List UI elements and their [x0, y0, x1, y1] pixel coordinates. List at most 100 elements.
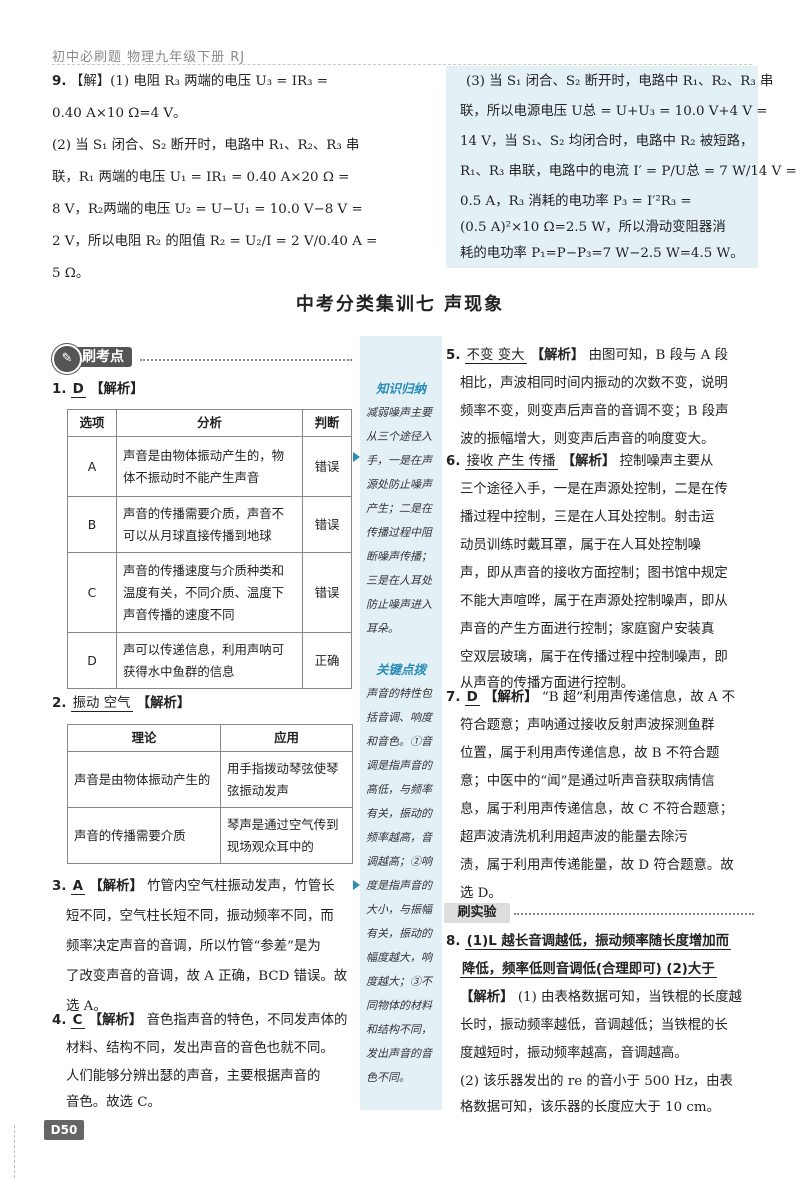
page-number: D50	[44, 1120, 84, 1140]
q6-answer: 接收 产生 传播	[464, 454, 558, 470]
q6-line: 动员训练时戴耳罩，属于在人耳处控制噪	[460, 538, 702, 553]
table-cell: 声音的传播速度与介质种类和温度有关，不同介质、温度下声音传播的速度不同	[116, 552, 303, 633]
q9-line: 8 V，R₂两端的电压 U₂ = U−U₁ = 10.0 V−8 V =	[52, 202, 363, 217]
table-cell: D	[67, 632, 117, 689]
q3-line: 了改变声音的音调，故 A 正确，BCD 错误。故	[66, 969, 348, 984]
q7-line: “B 超”利用声传递信息，故 A 不	[541, 690, 736, 705]
side-body-keypoint: 声音的特性包括音调、响度和音色。①音调是指声音的高低，与频率有关，振动的频率越高…	[366, 687, 432, 1084]
side-note-column: 知识归纳 减弱噪声主要从三个途径入手，一是在声源处防止噪声产生；二是在传播过程中…	[360, 336, 442, 1110]
q7-line: 选 D。	[460, 886, 502, 901]
q1-heading: 1. D 【解析】	[52, 374, 144, 406]
q7-line: 渍，属于利用声传递能量，故 D 符合题意。故	[460, 858, 734, 873]
q9-shaded-box	[446, 66, 758, 268]
q9-line: 5 Ω。	[52, 266, 90, 281]
table-cell: 用手指拨动琴弦使琴弦振动发声	[220, 751, 353, 808]
q3-line: 选 A。	[66, 999, 107, 1014]
q3-line: 竹管内空气柱振动发声，竹管长	[147, 879, 335, 894]
q8-jiexi-label: 【解析】	[460, 990, 514, 1005]
table-header-cell: 分析	[116, 409, 303, 437]
q7-jiexi-label: 【解析】	[484, 690, 538, 705]
pointer-arrow-icon	[353, 880, 360, 890]
q9-line: (2) 当 S₁ 闭合、S₂ 断开时，电路中 R₁、R₂、R₃ 串	[52, 138, 360, 153]
table-cell: 声音的传播需要介质，声音不可以从月球直接传播到地球	[116, 496, 303, 553]
q8-number: 8.	[446, 934, 461, 949]
q7-line: 意；中医中的“闻”是通过听声音获取病情信	[460, 774, 715, 789]
q4-line: 音色。故选 C。	[66, 1095, 161, 1110]
q5-line: 相比，声波相同时间内振动的次数不变，说明	[460, 376, 728, 391]
q1-analysis-table: 选项 分析 判断 A 声音是由物体振动产生的，物体不振动时不能产生声音 错误 B…	[67, 409, 352, 689]
q2-number: 2.	[52, 696, 67, 711]
q6-heading: 6. 接收 产生 传播 【解析】 控制噪声主要从	[446, 446, 713, 478]
q7-heading: 7. D 【解析】 “B 超”利用声传递信息，故 A 不	[446, 682, 735, 714]
q9-line: 耗的电功率 P₁=P−P₃=7 W−2.5 W=4.5 W。	[460, 246, 744, 261]
q5-jiexi-label: 【解析】	[530, 348, 585, 363]
table-cell: A	[67, 436, 117, 497]
q6-jiexi-label: 【解析】	[561, 454, 616, 469]
q8-answer-line2-wrap: 降低，频率低则音调低(合理即可) (2)大于	[460, 954, 717, 986]
q4-line: 材料、结构不同，发出声音的音色也就不同。	[66, 1041, 334, 1056]
q8-line: 长时，振动频率越低，音调越低；当铁棍的长	[460, 1018, 728, 1033]
q4-number: 4.	[52, 1013, 67, 1028]
q9-line: R₁、R₃ 串联，电路中的电流 I′ = P/U总 = 7 W/14 V =	[460, 164, 797, 179]
table-row: A 声音是由物体振动产生的，物体不振动时不能产生声音 错误	[67, 436, 352, 497]
q9-line: 2 V，所以电阻 R₂ 的阻值 R₂ = U₂/I = 2 V/0.40 A =	[52, 234, 378, 249]
q6-line: 空双层玻璃，属于在传播过程中控制噪声，即	[460, 650, 728, 665]
table-cell: 声音是由物体振动产生的	[67, 751, 221, 808]
q3-heading: 3. A 【解析】 竹管内空气柱振动发声，竹管长	[52, 872, 335, 902]
q9-number: 9.	[52, 74, 67, 89]
table-header-row: 理论 应用	[67, 724, 353, 752]
section-title: 中考分类集训七 声现象	[295, 294, 505, 315]
table-cell: B	[67, 496, 117, 553]
table-header-cell: 判断	[302, 409, 352, 437]
table-row: D 声可以传递信息，利用声呐可获得水中鱼群的信息 正确	[67, 632, 352, 689]
q4-answer: C	[70, 1013, 85, 1029]
table-row: B 声音的传播需要介质，声音不可以从月球直接传播到地球 错误	[67, 496, 352, 553]
q8-line: 格数据可知，该乐器的长度应大于 10 cm。	[460, 1100, 720, 1115]
table-row: 声音的传播需要介质 琴声是通过空气传到现场观众耳中的	[67, 807, 353, 864]
q2-answer: 振动 空气	[70, 696, 133, 712]
pointer-arrow-icon	[353, 452, 360, 462]
brush-icon: ✎	[52, 344, 82, 374]
q3-number: 3.	[52, 879, 67, 894]
q7-number: 7.	[446, 690, 461, 705]
q2-theory-table: 理论 应用 声音是由物体振动产生的 用手指拨动琴弦使琴弦振动发声 声音的传播需要…	[67, 724, 353, 864]
header-rule	[52, 64, 752, 65]
q3-line: 频率决定声音的音调，所以竹管“参差”是为	[66, 939, 321, 954]
q6-line: 声音的产生方面进行控制；家庭窗户安装真	[460, 622, 715, 637]
q7-line: 位置，属于利用声传递信息，故 B 不符合题	[460, 746, 720, 761]
q9-line: 联，R₁ 两端的电压 U₁ = IR₁ = 0.40 A×20 Ω =	[52, 170, 350, 185]
table-cell: 错误	[302, 552, 352, 633]
q7-line: 息，属于利用声传递信息，故 C 不符合题意；	[460, 802, 734, 817]
q6-line: 控制噪声主要从	[619, 454, 714, 469]
table-header-cell: 理论	[67, 724, 221, 752]
table-cell: 声音的传播需要介质	[67, 807, 221, 864]
q1-answer: D	[70, 382, 86, 398]
q3-line: 短不同，空气柱长短不同，振动频率不同，而	[66, 909, 334, 924]
side-body-knowledge: 减弱噪声主要从三个途径入手，一是在声源处防止噪声产生；二是在传播过程中阻断噪声传…	[366, 406, 432, 635]
q9-line: 【解】(1) 电阻 R₃ 两端的电压 U₃ = IR₃ =	[70, 74, 328, 89]
q4-jiexi-label: 【解析】	[88, 1013, 143, 1028]
q4-line: 音色指声音的特色，不同发声体的	[146, 1013, 348, 1028]
table-cell: 错误	[302, 496, 352, 553]
q1-number: 1.	[52, 382, 67, 397]
q6-number: 6.	[446, 454, 461, 469]
table-cell: 琴声是通过空气传到现场观众耳中的	[220, 807, 353, 864]
q8-jiexi-line: 【解析】 (1) 由表格数据可知，当铁棍的长度越	[460, 982, 742, 1014]
q8-line: (2) 该乐器发出的 re 的音小于 500 Hz，由表	[460, 1074, 733, 1089]
q2-heading: 2. 振动 空气 【解析】	[52, 688, 190, 720]
q8-answer-line1: (1)L 越长音调越低，振动频率随长度增加而	[464, 934, 732, 950]
q8-line: (1) 由表格数据可知，当铁棍的长度越	[517, 990, 742, 1005]
q2-jiexi-label: 【解析】	[136, 696, 191, 711]
q5-number: 5.	[446, 348, 461, 363]
table-header-cell: 选项	[67, 409, 117, 437]
table-cell: 正确	[302, 632, 352, 689]
shiyan-badge: 刷实验	[444, 903, 510, 923]
table-header-row: 选项 分析 判断	[67, 409, 352, 437]
q5-heading: 5. 不变 变大 【解析】 由图可知，B 段与 A 段	[446, 340, 728, 372]
table-header-cell: 应用	[220, 724, 353, 752]
q6-line: 三个途径入手，一是在声源处控制，二是在传	[460, 482, 728, 497]
q9-line: (3) 当 S₁ 闭合、S₂ 断开时，电路中 R₁、R₂、R₃ 串	[466, 74, 774, 89]
badge-dotted-rule	[140, 359, 352, 361]
q7-line: 超声波清洗机利用超声波的能量去除污	[460, 830, 688, 845]
q5-line: 由图可知，B 段与 A 段	[588, 348, 728, 363]
